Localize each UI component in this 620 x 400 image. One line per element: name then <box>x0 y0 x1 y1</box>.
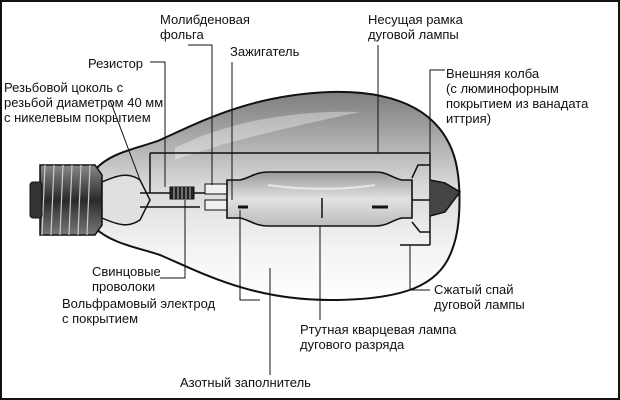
label-arc-frame: Несущая рамка дуговой лампы <box>368 12 463 42</box>
label-nitrogen-fill: Азотный заполнитель <box>180 375 311 390</box>
molybdenum-foil-top <box>204 183 228 195</box>
lead-wires <box>140 152 430 208</box>
arc-tube <box>226 171 413 227</box>
label-arc-tube: Ртутная кварцевая лампа дугового разряда <box>300 322 457 352</box>
label-tungsten-electrode: Вольфрамовый электрод с покрытием <box>62 296 216 326</box>
electrodes <box>238 198 388 218</box>
glass-stem <box>101 174 151 226</box>
igniter-element <box>204 199 228 211</box>
label-outer-bulb: Внешняя колба (с люминофорным покрытием … <box>446 66 589 126</box>
bulb-dome-support <box>429 179 462 217</box>
label-resistor: Резистор <box>88 56 144 71</box>
label-lead-wires: Свинцовые проволоки <box>92 264 161 294</box>
leader-lines <box>109 44 445 375</box>
tube-highlight <box>267 184 376 190</box>
resistor-coil <box>169 186 195 200</box>
label-molybdenum-foil: Молибденовая фольга <box>160 12 250 42</box>
label-screw-base: Резьбовой цоколь с резьбой диаметром 40 … <box>4 80 164 125</box>
screw-base <box>29 164 103 236</box>
label-igniter: Зажигатель <box>230 44 300 59</box>
label-pinch-seal: Сжатый спай дуговой лампы <box>434 282 525 312</box>
